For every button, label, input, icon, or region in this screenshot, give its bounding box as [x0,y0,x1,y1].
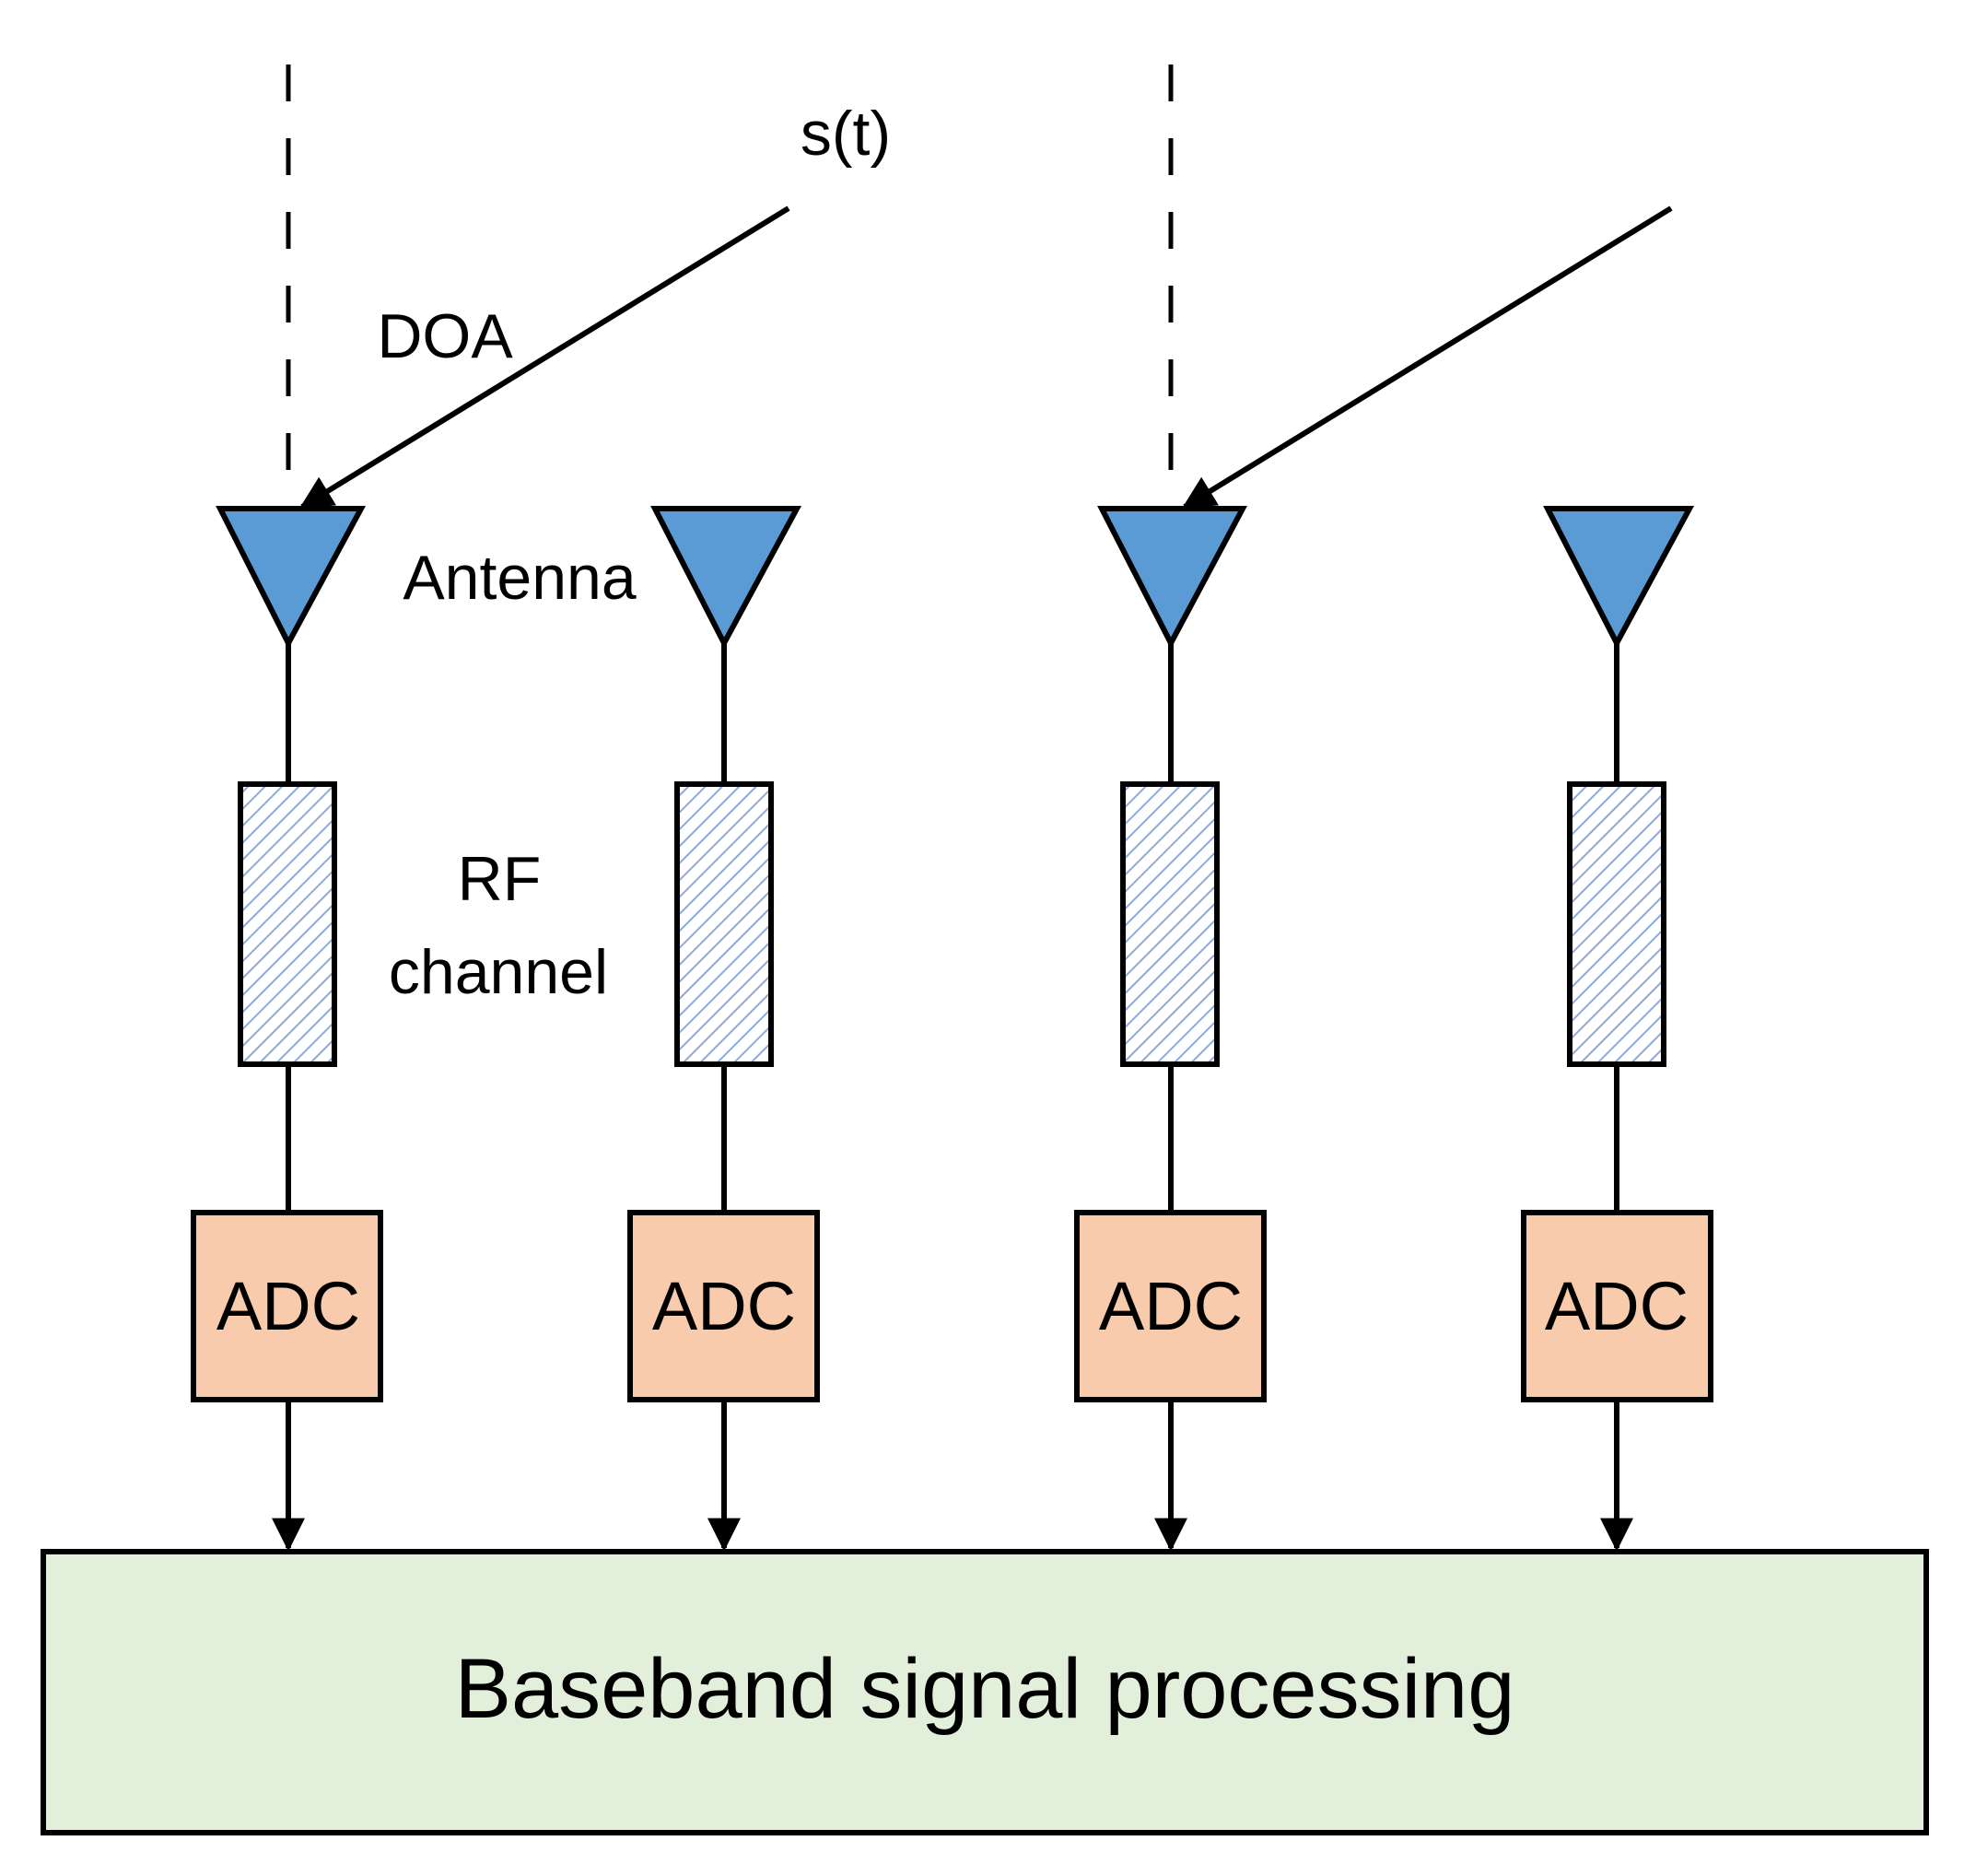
rf-channel-box-3 [1120,781,1220,1067]
adc-box-4 [1521,1210,1713,1402]
rf-channel-box-4 [1567,781,1666,1067]
antenna-element-3 [1097,506,1248,650]
rf-channel-label-line1: RF [458,844,542,914]
antenna-element-2 [650,506,802,650]
baseband-label: Baseband signal processing [455,1642,1515,1736]
incoming-signal-arrow-2 [1181,205,1673,510]
adc-label-4: ADC [1545,1268,1689,1344]
antenna-element-4 [1543,506,1695,650]
antenna-label: Antenna [403,543,637,613]
rf-channel-label-line2: channel [389,937,608,1007]
adc-label-2: ADC [652,1268,796,1344]
antenna-icon [1543,506,1695,650]
adc-label-3: ADC [1099,1268,1243,1344]
doa-label: DOA [377,301,513,371]
antenna-icon [216,506,367,650]
antenna-icon [1097,506,1248,650]
adc-box-2 [627,1210,820,1402]
adc-box-1 [191,1210,383,1402]
adc-label-1: ADC [216,1268,360,1344]
baseband-box [41,1549,1929,1835]
rf-channel-box-1 [238,781,337,1067]
rf-channel-box-2 [674,781,774,1067]
incoming-signal-arrow-1 [298,205,790,510]
antenna-icon [650,506,802,650]
antenna-element-1 [216,506,367,650]
signal-label: s(t) [801,99,891,169]
